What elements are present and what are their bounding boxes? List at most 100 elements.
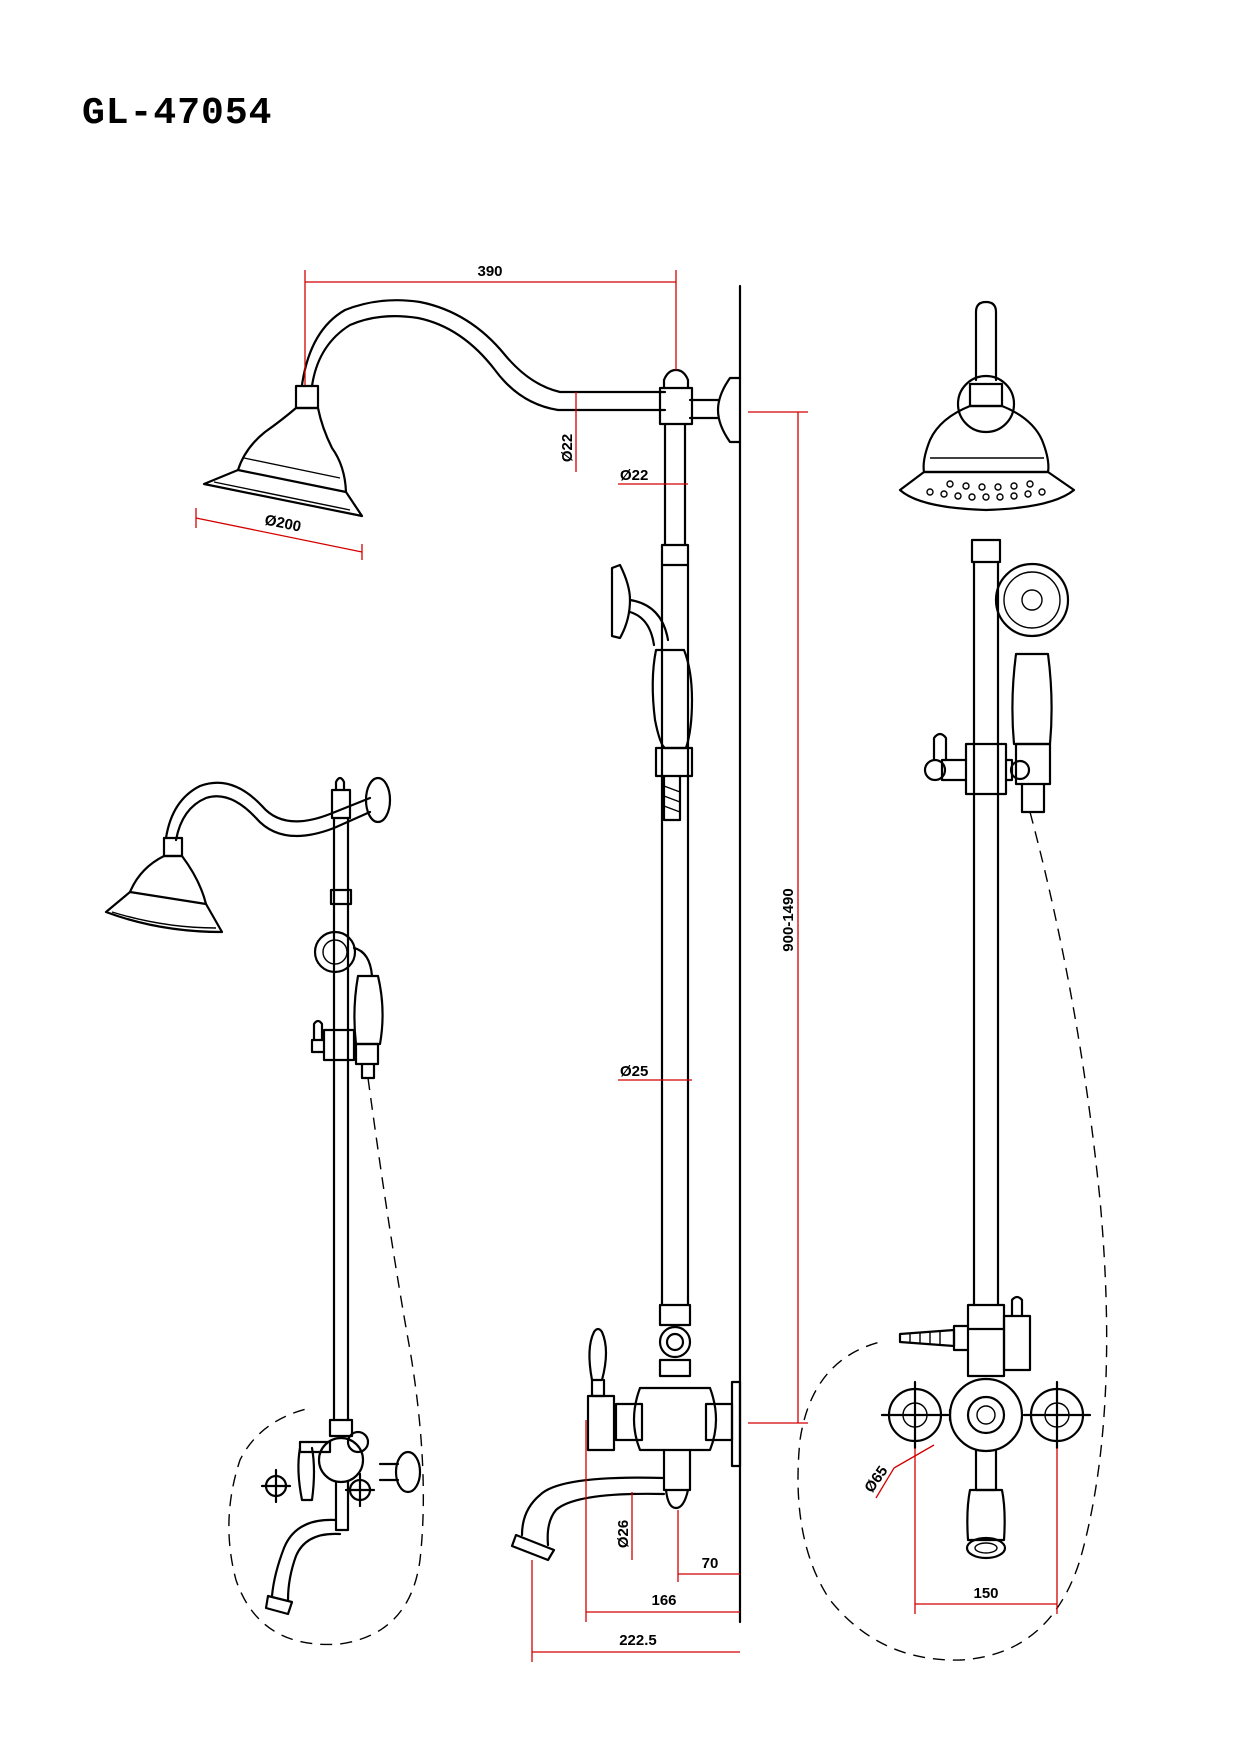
front-spout-stem	[974, 1449, 998, 1492]
riser-pipe-lower	[660, 563, 690, 1307]
persp-valve-body	[317, 1436, 365, 1484]
front-head-bell	[922, 404, 1050, 474]
dim-upper-pipe-diameter: Ø22	[620, 467, 648, 484]
riser-bottom-fitting	[658, 1303, 692, 1327]
spout-bottom	[546, 1492, 666, 1547]
persp-spout-lower	[286, 1532, 342, 1602]
persp-spout-tip	[264, 1594, 294, 1616]
persp-riser-top	[330, 788, 352, 820]
hand-shower-face-outer	[994, 562, 1070, 638]
dim-spout-diameter: Ø26	[615, 1520, 632, 1548]
shower-arm-lower-edge	[310, 315, 667, 412]
dim-arm-reach: 390	[477, 263, 502, 280]
persp-lever	[297, 1446, 316, 1502]
lever-stem	[590, 1378, 606, 1398]
valve-top-nut	[658, 1358, 692, 1378]
spout-top	[520, 1476, 666, 1537]
valve-wall-plate	[730, 1380, 742, 1468]
arm-wall-flange	[716, 376, 742, 444]
persp-arm-flange	[364, 776, 392, 824]
front-valve-cap	[966, 1395, 1006, 1435]
riser-joint	[660, 543, 690, 567]
persp-hand-shower-handle	[353, 974, 384, 1046]
persp-holder-cap	[312, 1019, 324, 1042]
spout-tip	[510, 1533, 556, 1562]
valve-left-connector	[614, 1402, 644, 1442]
front-riser-top-joint	[970, 538, 1002, 564]
front-hose-thread	[898, 1328, 956, 1348]
perspective-view	[104, 776, 425, 1646]
front-hose-outlet	[952, 1324, 970, 1352]
dim-spout-reach: 166	[651, 1592, 676, 1609]
hose-connector	[662, 774, 682, 822]
dim-lower-pipe-diameter: Ø25	[620, 1063, 648, 1080]
front-view	[797, 300, 1108, 1661]
front-spout-outlet	[965, 1536, 1007, 1560]
persp-arm-upper	[164, 781, 372, 840]
persp-hose-connector	[354, 1042, 380, 1066]
front-right-handle-cross	[1022, 1380, 1092, 1450]
rim-line	[213, 481, 351, 511]
side-view-dimensions: 390 Ø22 Ø22 Ø200 900-1490 Ø25 Ø26 70 166	[195, 263, 808, 1662]
persp-hand-shower-neck	[352, 946, 374, 978]
persp-riser-joint	[329, 888, 353, 906]
front-view-dimensions: Ø65 150	[861, 1444, 1058, 1614]
dim-height-range: 900-1490	[780, 888, 797, 951]
persp-spout-stem	[334, 1480, 350, 1532]
dim-wall-offset: 70	[702, 1555, 719, 1572]
front-head-nut	[968, 382, 1004, 408]
hand-shower-handle	[651, 648, 694, 750]
persp-head-rim-line	[111, 911, 217, 929]
diverter-knob	[664, 1488, 690, 1510]
persp-valve-flange	[394, 1450, 422, 1494]
front-wall-flange	[956, 374, 1016, 434]
hose-thread	[663, 785, 681, 813]
arm-connector	[688, 398, 720, 420]
connector-ring-outer	[658, 1325, 692, 1359]
front-left-handle-cross	[880, 1380, 950, 1450]
persp-holder-knob	[310, 1038, 326, 1054]
persp-hand-shower-face	[313, 930, 357, 974]
front-valve-port-cap	[1010, 1295, 1024, 1318]
model-title: GL-47054	[82, 92, 273, 135]
front-spout-outlet-inner	[974, 1542, 998, 1554]
persp-head-rim	[104, 890, 224, 934]
dim-total-depth: 222.5	[619, 1632, 657, 1649]
persp-head-bell	[128, 854, 208, 906]
valve-body	[632, 1386, 718, 1452]
front-hand-shower-handle	[1011, 652, 1053, 746]
shower-head-bell	[236, 406, 348, 494]
persp-arm-lower	[174, 795, 372, 842]
valve-right-connector	[704, 1402, 734, 1442]
persp-slide-holder	[322, 1028, 356, 1062]
slide-bar-holder	[654, 746, 694, 778]
persp-head-nut	[162, 836, 184, 858]
riser-cap	[662, 368, 690, 390]
front-head-rim	[898, 470, 1076, 512]
persp-valve-link	[378, 1462, 400, 1482]
riser-top-fitting	[658, 386, 694, 426]
persp-hose-end	[360, 1062, 376, 1080]
persp-left-handle-cross	[260, 1468, 292, 1504]
persp-right-handle-cross	[344, 1472, 376, 1508]
front-riser-bottom	[966, 1303, 1006, 1331]
front-valve-side-port	[1002, 1314, 1032, 1372]
front-valve-body	[948, 1377, 1024, 1453]
front-valve-cap-inner	[976, 1405, 996, 1425]
side-view	[202, 284, 742, 1624]
persp-valve-top	[328, 1418, 354, 1438]
persp-riser-pipe	[332, 816, 350, 1422]
dim-center-distance: 150	[973, 1585, 998, 1602]
persp-spout-upper	[270, 1518, 338, 1598]
front-hose-loop	[797, 811, 1108, 1661]
dim-arm-diameter: Ø22	[559, 434, 576, 462]
front-holder-cap	[932, 732, 948, 762]
bell-ring	[243, 457, 341, 479]
front-riser-pipe	[972, 560, 1000, 1307]
front-holder-ball	[1009, 759, 1031, 781]
lever-cross	[586, 1394, 616, 1452]
front-spout	[966, 1488, 1006, 1542]
persp-riser-cap	[334, 776, 346, 792]
head-nut	[294, 384, 320, 410]
